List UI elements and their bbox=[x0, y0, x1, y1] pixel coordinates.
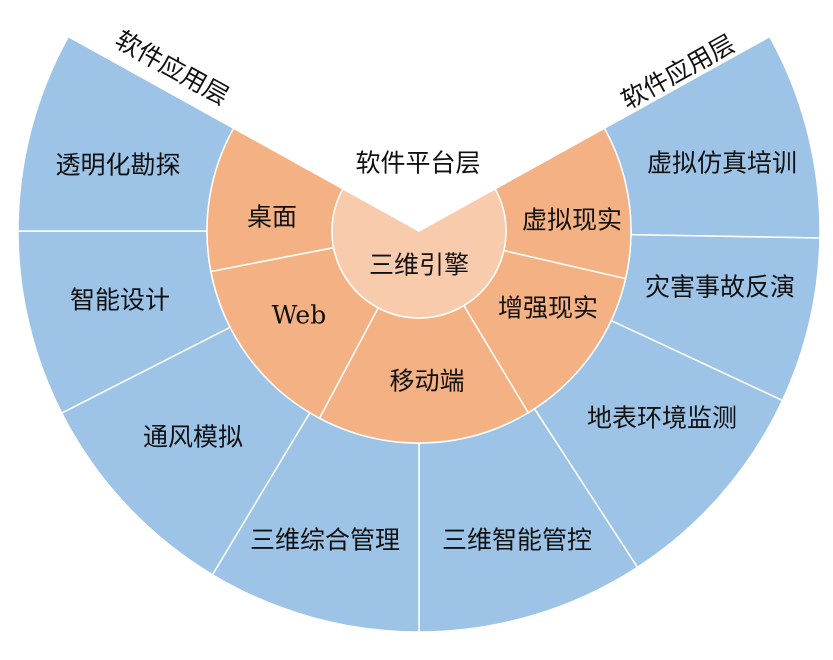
platform-item-mobile: 移动端 bbox=[389, 366, 465, 396]
platform-item-ar: 增强现实 bbox=[497, 293, 599, 323]
app-item-smart-design: 智能设计 bbox=[69, 285, 171, 315]
platform-segment bbox=[206, 127, 344, 273]
app-item-integrated-management: 三维综合管理 bbox=[249, 525, 401, 555]
title-platform: 软件平台层 bbox=[355, 148, 481, 178]
core-sector bbox=[331, 187, 507, 319]
app-item-smart-control: 三维智能管控 bbox=[441, 525, 593, 555]
platform-item-web: Web bbox=[271, 300, 327, 330]
app-item-ventilation-sim: 通风模拟 bbox=[142, 422, 244, 452]
app-item-surface-monitoring: 地表环境监测 bbox=[586, 403, 738, 433]
app-item-vr-training: 虚拟仿真培训 bbox=[646, 148, 798, 178]
application-segment bbox=[17, 35, 235, 232]
app-item-transparent-exploration: 透明化勘探 bbox=[55, 150, 181, 180]
platform-item-vr: 虚拟现实 bbox=[521, 205, 623, 235]
core-label: 三维引擎 bbox=[368, 250, 470, 280]
app-item-disaster-replay: 灾害事故反演 bbox=[644, 272, 796, 302]
platform-item-desktop: 桌面 bbox=[246, 202, 298, 232]
